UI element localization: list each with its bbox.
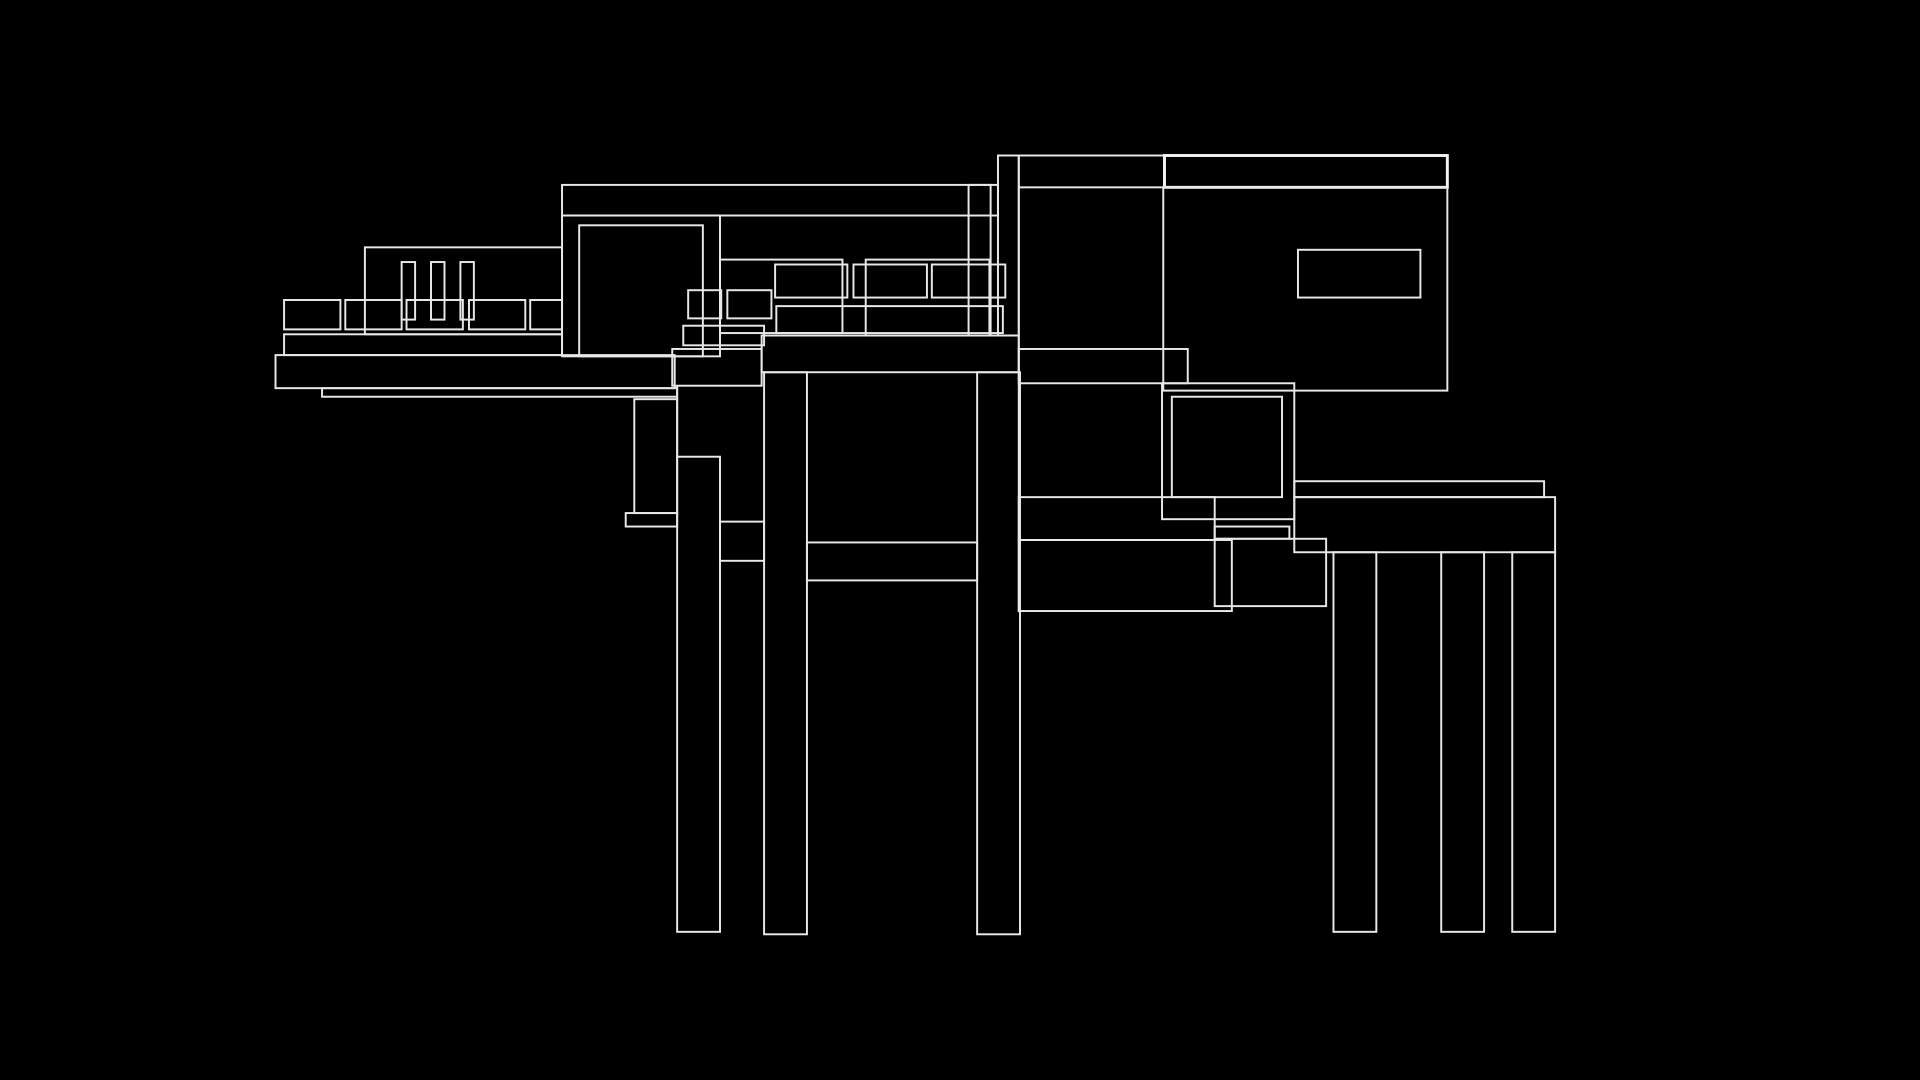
mid-right-box bbox=[1213, 537, 1328, 608]
left-leg-group bbox=[624, 385, 766, 933]
upper-block-4 bbox=[775, 305, 1004, 335]
left-post-3 bbox=[459, 261, 475, 321]
monitor-inner bbox=[1170, 395, 1284, 499]
table-leg-left bbox=[763, 371, 808, 936]
small-block-b bbox=[726, 289, 773, 320]
table-crossbar bbox=[805, 541, 979, 582]
right-upper-block bbox=[996, 154, 1449, 613]
right-window bbox=[1296, 248, 1422, 299]
right-middle-group bbox=[1017, 382, 1328, 612]
right-table-leg-2 bbox=[1440, 551, 1486, 933]
left-rail bbox=[283, 333, 564, 357]
upper-block-1 bbox=[774, 263, 849, 299]
left-block-5 bbox=[529, 299, 564, 331]
left-leg-connector bbox=[719, 520, 766, 562]
central-box-inner bbox=[578, 224, 704, 358]
top-beam bbox=[561, 183, 999, 217]
left-slab-main bbox=[274, 354, 676, 390]
left-platform-group bbox=[274, 246, 679, 398]
left-block-1 bbox=[283, 299, 342, 331]
left-post-1 bbox=[400, 261, 417, 321]
right-header-box bbox=[1163, 154, 1449, 189]
central-table bbox=[760, 334, 1021, 936]
upper-central-frame bbox=[561, 183, 1007, 387]
central-box-outer bbox=[561, 214, 721, 358]
monitor-outer bbox=[1161, 382, 1296, 521]
mid-small-box bbox=[1213, 525, 1291, 540]
table-top bbox=[760, 334, 1020, 374]
small-ledge bbox=[682, 324, 766, 347]
upper-block-2 bbox=[852, 263, 928, 299]
mid-lower-box bbox=[1017, 539, 1233, 612]
left-slab-underside bbox=[321, 387, 679, 398]
right-table-leg-1 bbox=[1332, 551, 1378, 933]
hanging-panel bbox=[633, 398, 679, 515]
right-ledge bbox=[1017, 348, 1189, 385]
left-block-3 bbox=[405, 299, 464, 331]
left-post-2 bbox=[430, 261, 446, 321]
left-block-2 bbox=[344, 299, 403, 331]
hanging-foot bbox=[624, 512, 679, 528]
right-header-band bbox=[1017, 154, 1166, 189]
small-cube bbox=[671, 348, 763, 387]
upper-inner-panel bbox=[719, 258, 844, 335]
left-leg-tall bbox=[676, 455, 721, 933]
right-table-lip bbox=[1293, 480, 1546, 499]
table-leg-right bbox=[976, 371, 1021, 936]
right-table bbox=[1293, 480, 1557, 933]
right-table-leg-3 bbox=[1511, 551, 1557, 933]
right-large-box bbox=[1162, 186, 1449, 392]
small-block-a bbox=[687, 289, 723, 320]
left-block-4 bbox=[468, 299, 527, 331]
right-column bbox=[996, 154, 1020, 337]
right-table-top bbox=[1293, 496, 1557, 554]
